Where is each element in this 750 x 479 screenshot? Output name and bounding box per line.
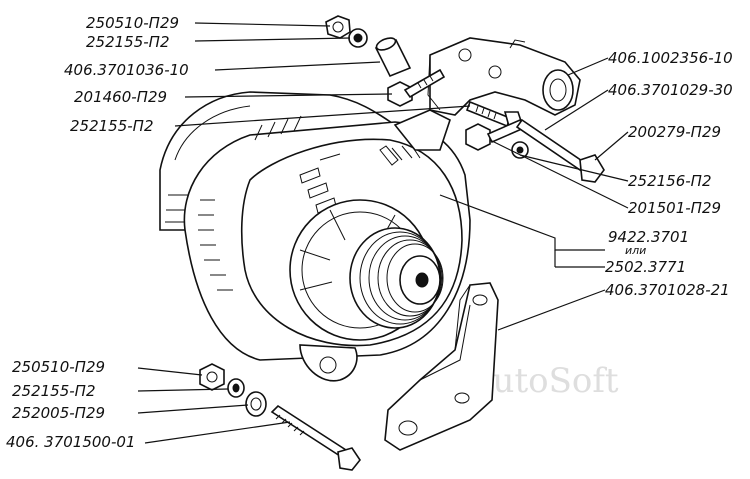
alternator (159, 91, 471, 382)
label-alternator-number-2: 2502.3771 (605, 258, 686, 276)
bolt-right (515, 118, 605, 183)
label-washer-flat-bottom: 252005-П29 (12, 404, 105, 422)
label-washer-bottom: 252155-П2 (12, 382, 96, 400)
lower-bracket (384, 282, 499, 451)
label-bracket-top: 406.1002356-10 (608, 49, 733, 67)
label-bolt-right2: 201501-П29 (628, 199, 721, 217)
label-bracket-bottom: 406.3701028-21 (605, 281, 730, 299)
label-washer-right: 252156-П2 (628, 172, 712, 190)
bolt-bottom (270, 404, 361, 471)
label-sleeve: 406.3701036-10 (64, 61, 189, 79)
label-bolt-bottom: 406. 3701500-01 (6, 433, 135, 451)
washer-right (511, 141, 529, 159)
label-bolt-right: 200279-П29 (628, 123, 721, 141)
label-alternator-or: или (625, 244, 646, 257)
washer-top (348, 28, 368, 48)
label-bolt-top: 201460-П29 (74, 88, 167, 106)
bolt-right2 (465, 118, 526, 151)
label-alternator-number-1: 9422.3701 (608, 228, 689, 246)
label-washer-top: 252155-П2 (86, 33, 170, 51)
part-labels: 250510-П29 252155-П2 406.3701036-10 2014… (6, 14, 733, 451)
nut-top (325, 15, 351, 39)
pulley (349, 227, 444, 329)
bolt-top (387, 68, 446, 107)
label-washer-mid: 252155-П2 (70, 117, 154, 135)
washer-bottom (227, 378, 245, 398)
sleeve (374, 37, 412, 78)
leader-lines (137, 22, 629, 444)
washer-flat-bottom (245, 391, 267, 417)
nut-bottom (199, 363, 225, 391)
label-tensioner: 406.3701029-30 (608, 81, 733, 99)
label-nut-top: 250510-П29 (86, 14, 179, 32)
label-nut-bottom: 250510-П29 (12, 358, 105, 376)
upper-bracket (427, 37, 581, 116)
